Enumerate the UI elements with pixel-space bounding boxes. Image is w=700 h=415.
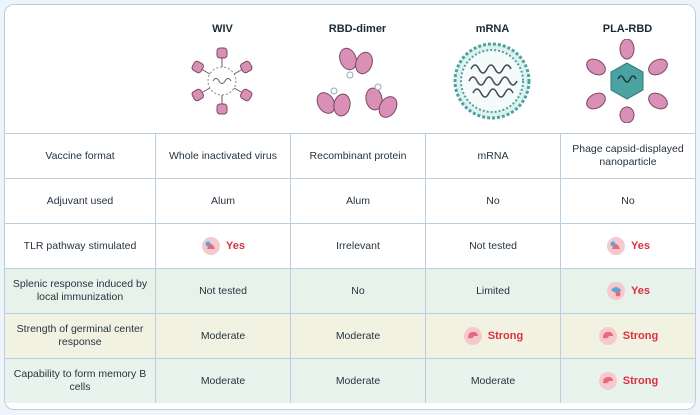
memory-b-cell-icon	[598, 372, 617, 390]
table-cell: mRNA	[425, 134, 560, 178]
column-title: WIV	[212, 23, 233, 35]
highlight-value: Strong	[622, 374, 659, 387]
table-cell: Whole inactivated virus	[155, 134, 290, 178]
table-cell: Yes	[560, 224, 695, 268]
row-label: Adjuvant used	[46, 194, 114, 207]
table-cell: Moderate	[425, 359, 560, 403]
table-cell: Not tested	[425, 224, 560, 268]
column-header-rbd-dimer: RBD-dimer	[290, 5, 425, 133]
column-header-pla-rbd: PLA-RBD	[560, 5, 695, 133]
highlight-value: Yes	[631, 284, 650, 297]
table-cell: Moderate	[155, 314, 290, 358]
table-cell: Not tested	[155, 269, 290, 313]
table-cell: Moderate	[290, 359, 425, 403]
table-cell: Irrelevant	[290, 224, 425, 268]
row-label: Capability to form memory B cells	[13, 368, 147, 393]
table-cell: Moderate	[290, 314, 425, 358]
table-cell: No	[560, 179, 695, 223]
row-label: Strength of germinal center response	[16, 323, 144, 348]
column-header-wiv: WIV	[155, 5, 290, 133]
table-cell: Strong	[425, 314, 560, 358]
rbd-dimer-illustration	[316, 47, 398, 118]
highlight-value: Strong	[487, 329, 524, 342]
table-cell: Recombinant protein	[290, 134, 425, 178]
phage-capsid-illustration	[586, 39, 668, 123]
spleen-icon	[607, 282, 626, 300]
column-title: mRNA	[475, 23, 510, 35]
receptor-icon	[202, 237, 221, 255]
highlight-value: Yes	[631, 239, 650, 252]
whole-virus-illustration	[191, 47, 253, 115]
table-cell: Strong	[560, 314, 695, 358]
column-header-mrna: mRNA	[425, 5, 560, 133]
comparison-table: WIV RBD-dimer	[4, 4, 696, 410]
row-label: Vaccine format	[45, 149, 115, 162]
table-cell: Alum	[155, 179, 290, 223]
germinal-center-icon	[463, 327, 482, 345]
table-cell: Limited	[425, 269, 560, 313]
column-title: RBD-dimer	[328, 23, 387, 35]
table-cell: Alum	[290, 179, 425, 223]
table-cell: Yes	[155, 224, 290, 268]
highlight-value: Strong	[622, 329, 659, 342]
row-label: Splenic response induced by local immuni…	[12, 278, 148, 303]
germinal-center-icon	[598, 327, 617, 345]
row-label: TLR pathway stimulated	[23, 239, 137, 252]
table-row: TLR pathway stimulated Yes Irrelevant No…	[5, 223, 695, 268]
table-cell: No	[425, 179, 560, 223]
lipid-nanoparticle-illustration	[453, 42, 531, 120]
column-title: PLA-RBD	[602, 23, 653, 35]
table-cell: Phage capsid-displayed nanoparticle	[560, 134, 695, 178]
table-cell: Strong	[560, 359, 695, 403]
table-cell: Yes	[560, 269, 695, 313]
table-cell: Moderate	[155, 359, 290, 403]
table-row: Capability to form memory B cells Modera…	[5, 358, 695, 403]
table-cell: No	[290, 269, 425, 313]
receptor-icon	[607, 237, 626, 255]
table-row: Splenic response induced by local immuni…	[5, 268, 695, 313]
table-header: WIV RBD-dimer	[5, 5, 695, 133]
table-row: Strength of germinal center response Mod…	[5, 313, 695, 358]
table-row: Adjuvant used Alum Alum No No	[5, 178, 695, 223]
table-row: Vaccine format Whole inactivated virus R…	[5, 133, 695, 178]
highlight-value: Yes	[226, 239, 245, 252]
